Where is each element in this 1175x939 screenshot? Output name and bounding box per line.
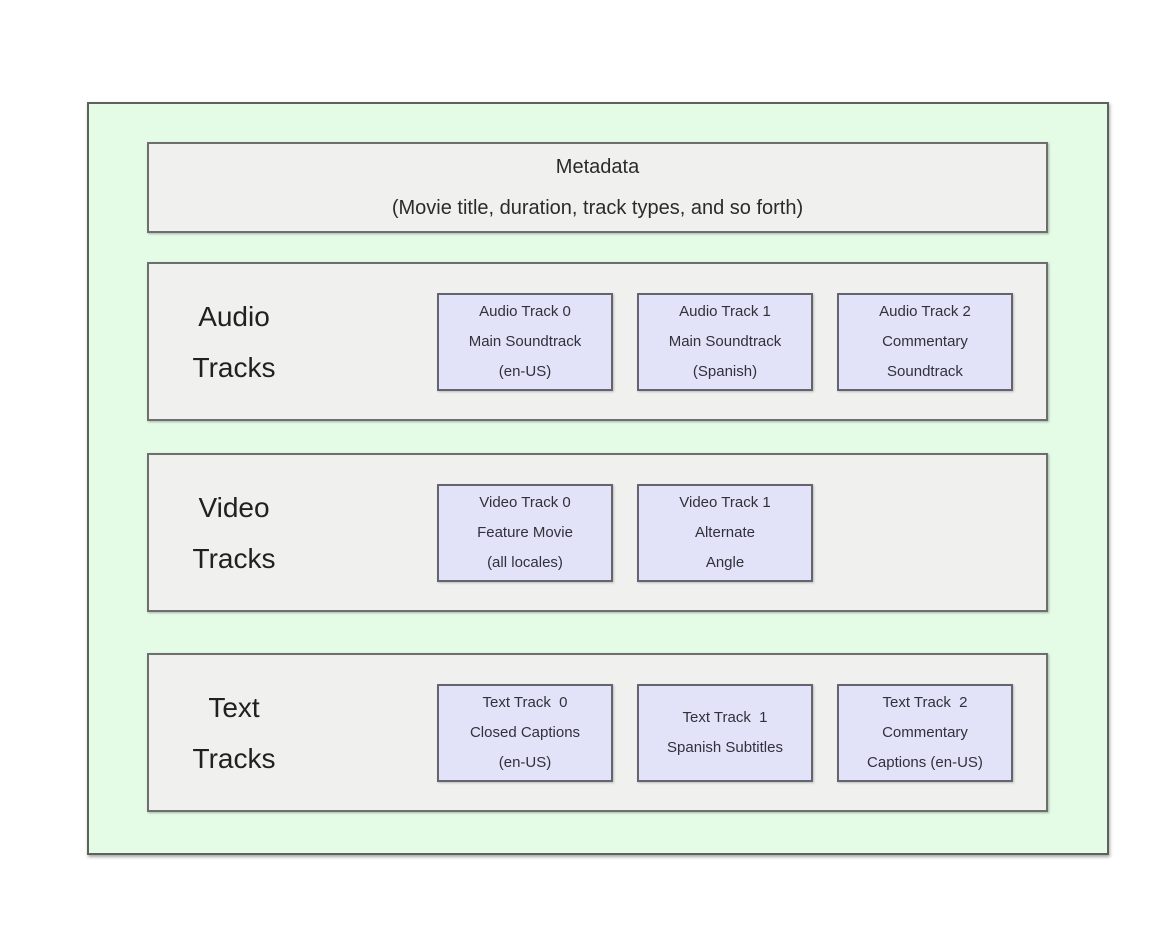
audio-track-0-box: Audio Track 0 Main Soundtrack (en-US) <box>437 293 613 391</box>
movie-container-box: Metadata (Movie title, duration, track t… <box>87 102 1109 855</box>
text-track-0-box: Text Track 0 Closed Captions (en-US) <box>437 684 613 782</box>
text-tracks-label: Text Tracks <box>173 655 295 810</box>
track-locale: (Spanish) <box>692 363 758 380</box>
track-locale: (all locales) <box>487 554 563 571</box>
metadata-subtitle: (Movie title, duration, track types, and… <box>391 196 804 219</box>
section-label-line: Tracks <box>192 351 276 383</box>
video-track-1-box: Video Track 1 Alternate Angle <box>637 484 813 582</box>
track-locale: Captions (en-US) <box>867 754 983 771</box>
track-locale: (en-US) <box>498 754 552 771</box>
track-locale: Angle <box>705 554 745 571</box>
section-label-line: Text <box>208 691 260 723</box>
track-description: Main Soundtrack <box>668 333 782 350</box>
section-label-line: Tracks <box>192 742 276 774</box>
metadata-box: Metadata (Movie title, duration, track t… <box>147 142 1048 233</box>
section-label-line: Video <box>198 491 270 523</box>
track-title: Audio Track 2 <box>879 303 971 320</box>
text-track-1-box: Text Track 1 Spanish Subtitles <box>637 684 813 782</box>
audio-track-1-box: Audio Track 1 Main Soundtrack (Spanish) <box>637 293 813 391</box>
audio-tracks-label: Audio Tracks <box>173 264 295 419</box>
track-title: Text Track 1 <box>682 709 768 726</box>
track-description: Alternate <box>694 524 756 541</box>
track-description: Closed Captions <box>469 724 581 741</box>
video-tracks-section: Video Tracks Video Track 0 Feature Movie… <box>147 453 1048 612</box>
track-description: Main Soundtrack <box>468 333 582 350</box>
track-title: Video Track 1 <box>679 494 771 511</box>
text-track-2-box: Text Track 2 Commentary Captions (en-US) <box>837 684 1013 782</box>
text-tracks-section: Text Tracks Text Track 0 Closed Captions… <box>147 653 1048 812</box>
video-track-0-box: Video Track 0 Feature Movie (all locales… <box>437 484 613 582</box>
section-label-line: Audio <box>198 300 270 332</box>
track-locale: Soundtrack <box>887 363 963 380</box>
track-title: Text Track 0 <box>482 694 568 711</box>
track-description: Feature Movie <box>477 524 573 541</box>
track-locale: (en-US) <box>498 363 552 380</box>
video-tracks-label: Video Tracks <box>173 455 295 610</box>
track-description: Spanish Subtitles <box>667 739 783 756</box>
section-label-line: Tracks <box>192 542 276 574</box>
track-description: Commentary <box>882 333 968 350</box>
track-title: Video Track 0 <box>479 494 571 511</box>
track-title: Audio Track 0 <box>479 303 571 320</box>
metadata-title: Metadata <box>555 155 640 178</box>
audio-tracks-section: Audio Tracks Audio Track 0 Main Soundtra… <box>147 262 1048 421</box>
track-description: Commentary <box>882 724 968 741</box>
track-title: Text Track 2 <box>882 694 968 711</box>
track-title: Audio Track 1 <box>679 303 771 320</box>
audio-track-2-box: Audio Track 2 Commentary Soundtrack <box>837 293 1013 391</box>
